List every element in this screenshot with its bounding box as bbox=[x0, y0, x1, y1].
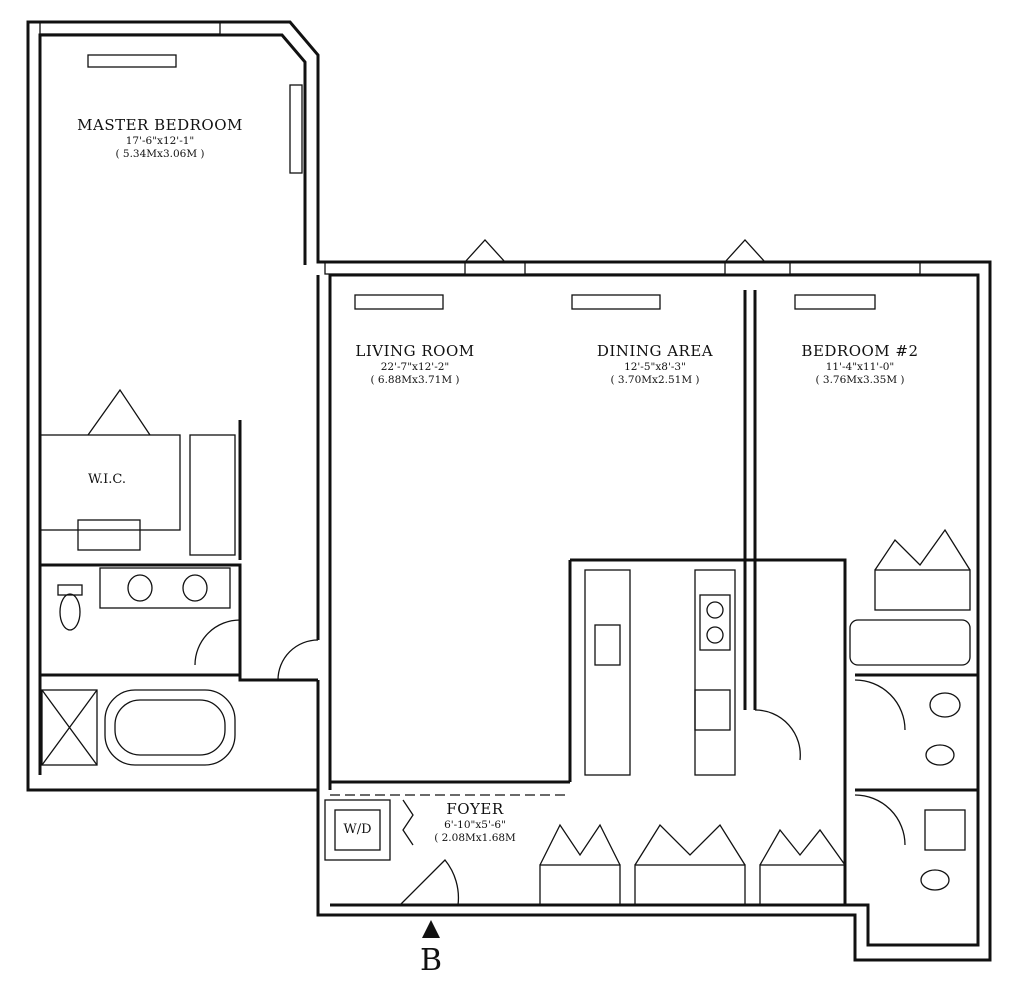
entry-marker-label: B bbox=[419, 943, 443, 978]
room-name: MASTER BEDROOM bbox=[77, 116, 243, 134]
wic-label: W.I.C. bbox=[87, 472, 127, 487]
bedroom-2-label: BEDROOM #2 11'-4"x11'-0" ( 3.76Mx3.35M ) bbox=[780, 342, 940, 387]
entry-arrow-icon bbox=[422, 920, 440, 938]
room-name: DINING AREA bbox=[596, 342, 714, 360]
room-dimensions: 22'-7"x12'-2" bbox=[380, 360, 450, 373]
doors bbox=[194, 619, 906, 906]
room-dimensions-metric: ( 6.88Mx3.71M ) bbox=[370, 373, 460, 386]
room-dimensions: 12'-5"x8'-3" bbox=[624, 360, 686, 373]
closets bbox=[39, 388, 971, 906]
dining-area-label: DINING AREA 12'-5"x8'-3" ( 3.70Mx2.51M ) bbox=[575, 342, 735, 387]
room-dimensions: 17'-6"x12'-1" bbox=[125, 134, 195, 147]
living-room-label: LIVING ROOM 22'-7"x12'-2" ( 6.88Mx3.71M … bbox=[335, 342, 495, 387]
interior-walls bbox=[40, 275, 978, 905]
room-name: FOYER bbox=[446, 800, 504, 818]
windows bbox=[39, 21, 921, 310]
room-name: BEDROOM #2 bbox=[801, 342, 919, 360]
room-dimensions-metric: ( 3.70Mx2.51M ) bbox=[610, 373, 700, 386]
room-dimensions-metric: ( 3.76Mx3.35M ) bbox=[815, 373, 905, 386]
master-bedroom-label: MASTER BEDROOM 17'-6"x12'-1" ( 5.34Mx3.0… bbox=[60, 116, 260, 161]
room-dimensions: 6'-10"x5'-6" bbox=[444, 818, 506, 831]
room-dimensions-metric: ( 2.08Mx1.68M bbox=[434, 831, 516, 844]
room-name: LIVING ROOM bbox=[355, 342, 475, 360]
bathrooms bbox=[41, 567, 971, 891]
foyer-label: FOYER 6'-10"x5'-6" ( 2.08Mx1.68M bbox=[420, 800, 530, 845]
washer-dryer-label: W/D bbox=[343, 822, 372, 837]
kitchen bbox=[584, 569, 736, 776]
room-dimensions: 11'-4"x11'-0" bbox=[825, 360, 895, 373]
room-dimensions-metric: ( 5.34Mx3.06M ) bbox=[115, 147, 205, 160]
